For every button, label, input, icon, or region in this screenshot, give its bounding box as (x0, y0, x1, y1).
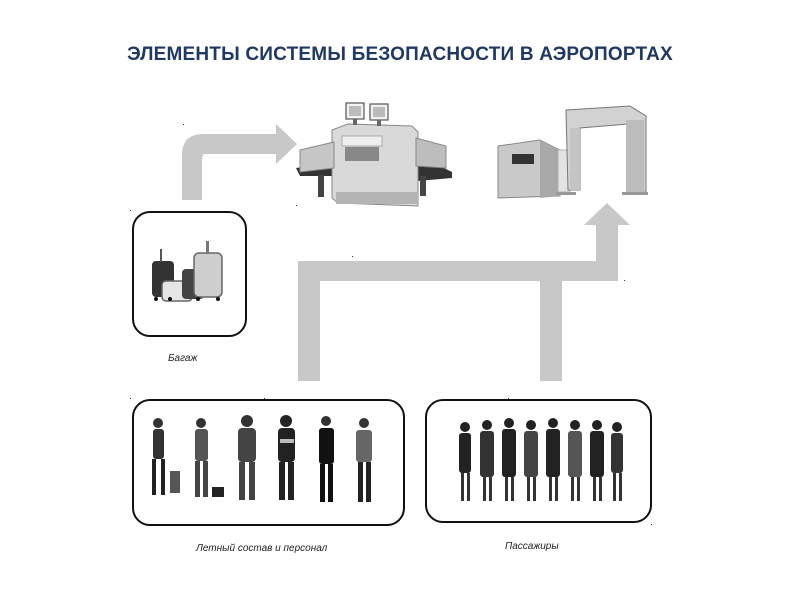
stray-mark (264, 398, 265, 399)
passengers-label: Пассажиры (505, 541, 559, 552)
crowd-back-row (460, 418, 622, 432)
security-portal-icon (497, 105, 648, 199)
xray-scanner-icon (296, 102, 452, 207)
arrow-baggage-to-xray (182, 124, 297, 200)
passengers-crowd-icon (459, 418, 623, 501)
passengers-node (425, 399, 652, 523)
stray-mark (508, 398, 509, 399)
stray-mark (296, 205, 297, 206)
page-title: ЭЛЕМЕНТЫ СИСТЕМЫ БЕЗОПАСНОСТИ В АЭРОПОРТ… (127, 44, 673, 65)
baggage-label: Багаж (168, 353, 198, 364)
crew-node (132, 399, 405, 526)
stray-mark (624, 280, 625, 281)
stray-mark (183, 124, 184, 125)
crew-people-icon (152, 415, 372, 502)
arrow-people-to-portal (298, 203, 630, 381)
stray-mark (352, 256, 353, 257)
stray-mark (651, 524, 652, 525)
stray-mark (130, 210, 131, 211)
luggage-icon (152, 241, 223, 302)
stray-mark (130, 398, 131, 399)
crew-label: Летный состав и персонал (196, 543, 328, 554)
baggage-node (132, 211, 247, 337)
